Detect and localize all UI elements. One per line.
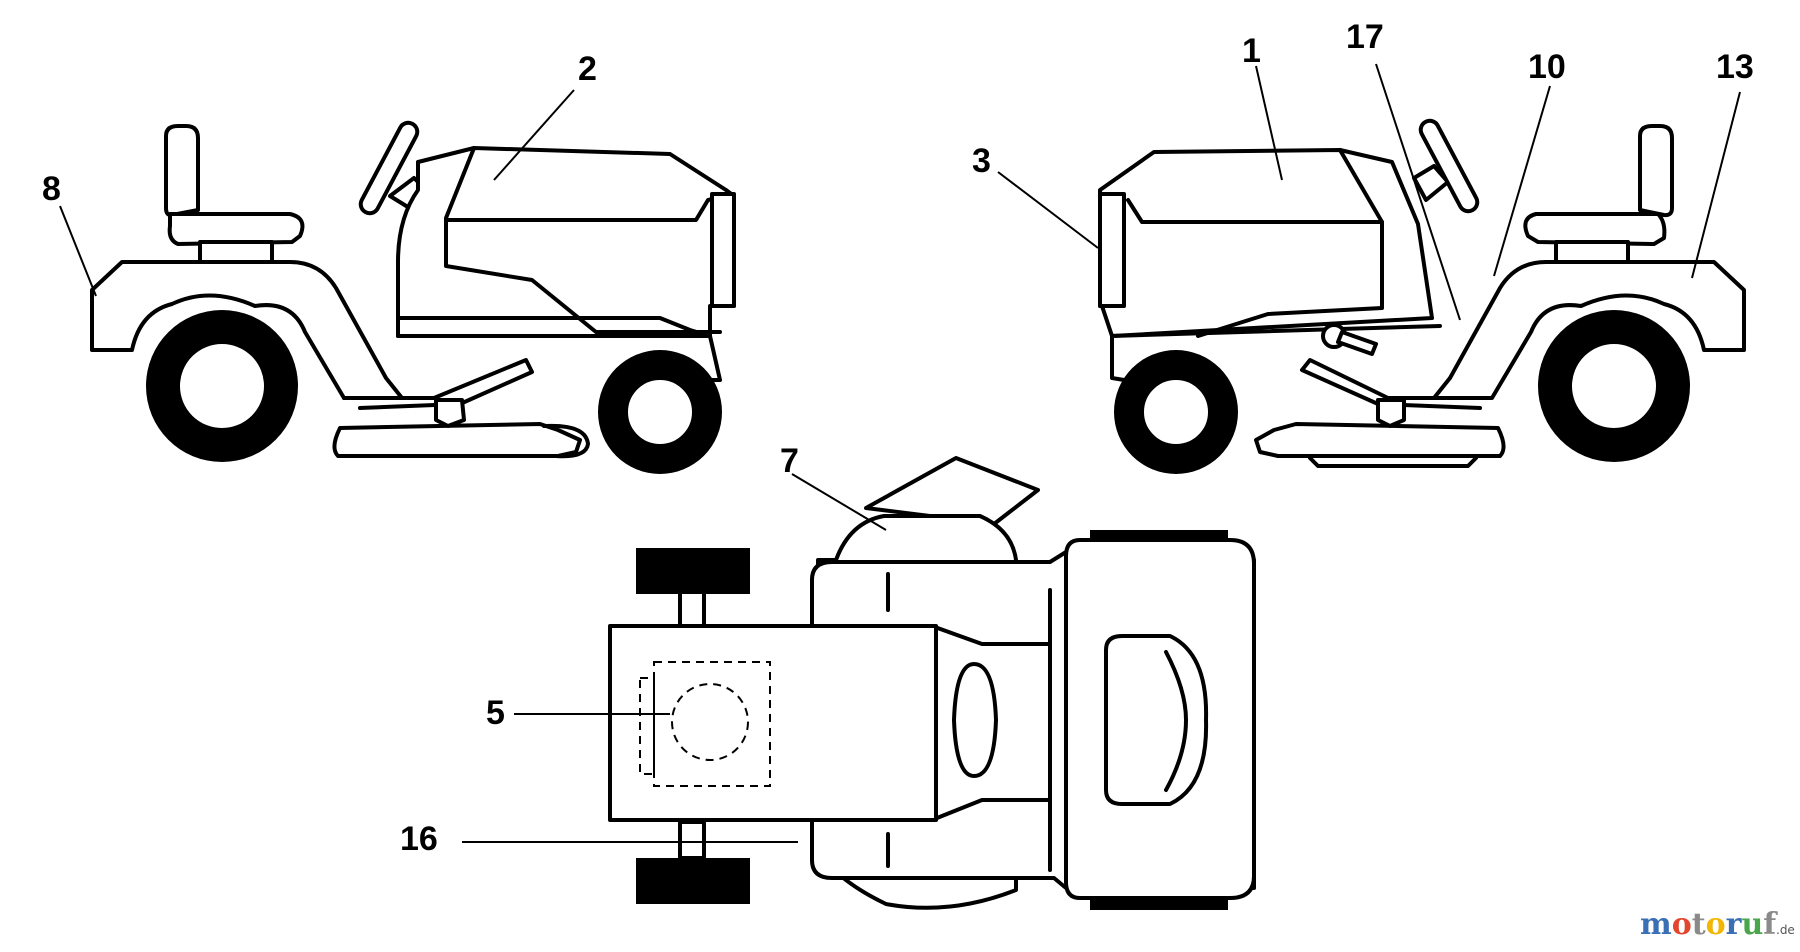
decal-outline-tab [639,677,655,775]
deck-hanger-right [1376,398,1406,428]
watermark-letter: t [1692,907,1706,942]
front-grille-right [1098,192,1126,308]
watermark-letter: o [1706,907,1726,942]
callout-10: 10 [1528,48,1566,86]
leader-lines [59,63,1741,843]
seat-cushion-right [1523,212,1667,246]
callout-16: 16 [400,820,438,858]
seat-top [1104,634,1209,806]
callout-17: 17 [1346,18,1384,56]
leader-13 [1691,91,1741,279]
watermark-letter: m [1640,907,1672,942]
deck-hanger [434,398,466,428]
decal-outline-square [653,661,771,787]
steering-wheel-right [1418,118,1480,214]
watermark-logo: motoruf [1640,907,1778,942]
callout-13: 13 [1716,48,1754,86]
seat-top-backrest [1164,650,1188,792]
leader-10 [1493,85,1551,277]
deck-chute [542,423,590,459]
callout-2: 2 [578,50,597,88]
rear-wheel-hub-left [176,340,268,432]
mower-deck-right [1254,422,1506,458]
deck-discharge-right [1308,456,1478,468]
rear-fender [90,260,404,400]
seat-back-right [1638,124,1674,218]
leader-7 [791,473,887,531]
watermark-suffix: .de [1776,923,1795,937]
frame-lower [396,316,722,382]
hood-front-line-right [1126,198,1384,224]
callout-7: 7 [780,442,799,480]
leader-17 [1375,63,1461,321]
watermark-letter: o [1672,907,1692,942]
callout-8: 8 [42,170,61,208]
watermark-letter: u [1741,907,1763,942]
rear-wheel-hub-right [1568,340,1660,432]
rear-axle-upper [678,590,706,630]
front-wheel-hub-left [624,376,696,448]
leader-2 [493,89,575,181]
callout-1: 1 [1242,32,1261,70]
callout-3: 3 [972,142,991,180]
hood-crease [444,146,722,334]
mower-side-view-left [90,120,736,474]
front-grille [710,192,736,308]
headlight-top [952,662,998,778]
leader-1 [1255,65,1283,181]
seat-cushion [167,212,305,246]
steering-wheel [358,120,420,216]
fuel-cap-outline [671,683,749,761]
front-wheel-hub-right [1140,376,1212,448]
leader-3 [997,171,1099,249]
rear-axle-lower [678,820,706,860]
motoruf-watermark: motoruf .de [1640,907,1795,942]
rear-fender-right [1432,260,1746,400]
hood-crease-right [1196,148,1384,338]
rear-left-tire-top [636,548,750,594]
watermark-letter: r [1726,907,1743,942]
seat-lever-arm [1336,330,1378,356]
seat-back [164,124,200,218]
mower-top-view [608,456,1256,910]
rear-right-tire-top [636,858,750,904]
watermark-letter: f [1763,907,1778,942]
callout-numbers: 2 8 1 3 17 10 13 7 5 16 [42,18,1754,858]
hood-body-top [608,624,938,822]
leader-8 [59,205,97,297]
mower-deck [332,422,582,458]
callout-5: 5 [486,694,505,732]
mower-side-view-right [1098,118,1746,474]
